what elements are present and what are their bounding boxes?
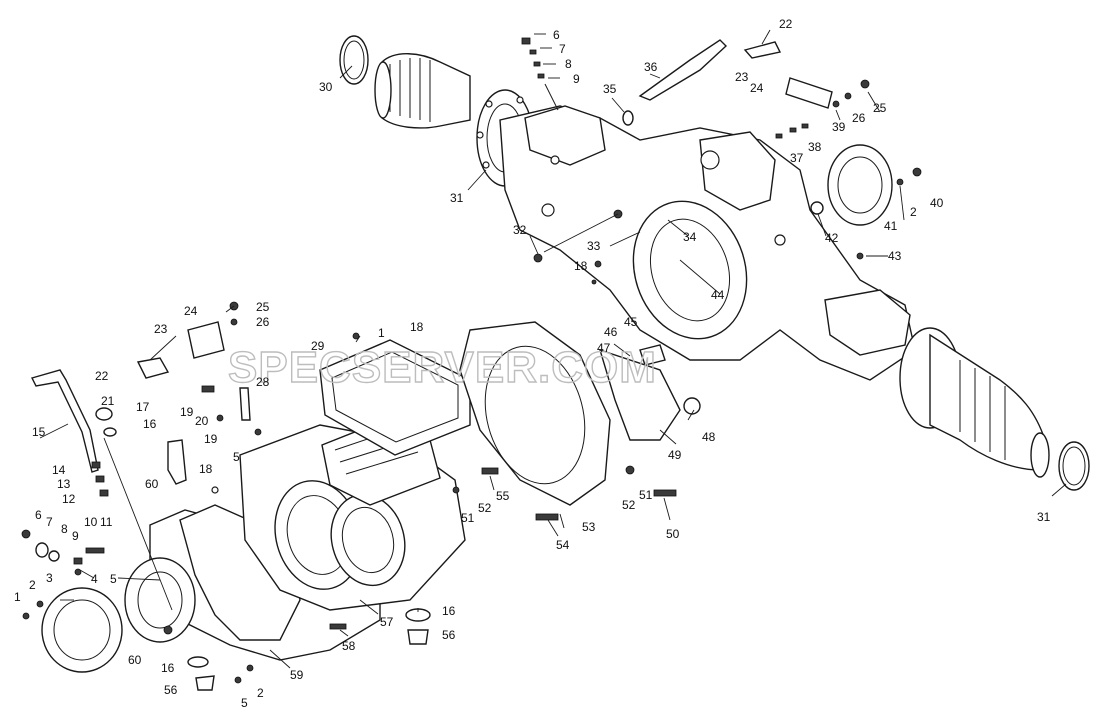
callout-25: 25 [873,101,887,115]
callout-26b: 26 [256,315,270,329]
callout-50: 50 [666,527,680,541]
callout-1b: 1 [14,590,21,604]
callout-9b: 9 [72,529,79,543]
callout-36: 36 [644,60,658,74]
callout-6b: 6 [35,508,42,522]
callout-52b: 52 [622,498,636,512]
callout-39: 39 [832,120,846,134]
callout-60: 60 [145,477,159,491]
callout-48: 48 [702,430,716,444]
callout-10: 10 [84,515,98,529]
callout-47: 47 [597,341,611,355]
callout-8b: 8 [61,522,68,536]
callout-51: 51 [461,511,475,525]
callout-1: 1 [378,326,385,340]
callout-18c: 18 [199,462,213,476]
callout-16b: 16 [442,604,456,618]
seal-ring-31 [1058,441,1090,491]
callout-13: 13 [57,477,71,491]
callout-16: 16 [143,417,157,431]
callout-5c: 5 [241,696,248,710]
callout-11: 11 [100,515,113,529]
callout-54: 54 [556,538,570,552]
callout-56: 56 [442,628,456,642]
shaft-36 [638,39,728,101]
callout-2c: 2 [257,686,264,700]
leader-lines [39,29,1067,669]
axle-housing-upper [374,53,1050,478]
callout-37: 37 [790,151,804,165]
callout-58: 58 [342,639,356,653]
callout-labels: 6 7 8 9 36 35 22 23 24 25 26 39 30 31 37… [14,17,1051,710]
callout-24: 24 [750,81,764,95]
callout-42: 42 [825,231,839,245]
callout-57: 57 [380,615,394,629]
callout-22: 22 [779,17,793,31]
callout-2b: 2 [29,578,36,592]
callout-19b: 19 [204,432,218,446]
callout-60b: 60 [128,653,142,667]
callout-49: 49 [668,448,682,462]
callout-7: 7 [559,42,566,56]
callout-24b: 24 [184,304,198,318]
callout-33: 33 [587,239,601,253]
callout-14: 14 [52,463,66,477]
small-hardware-top [521,37,922,285]
callout-25b: 25 [256,300,270,314]
watermark-text: SPECSERVER.COM [228,343,657,392]
callout-46: 46 [604,325,618,339]
callout-3: 3 [46,571,53,585]
small-hardware-lower [21,301,701,691]
callout-12: 12 [62,492,76,506]
callout-23: 23 [735,70,749,84]
callout-44: 44 [711,288,725,302]
callout-45: 45 [624,315,638,329]
callout-40: 40 [930,196,944,210]
callout-43: 43 [888,249,902,263]
callout-53: 53 [582,520,596,534]
callout-5b: 5 [110,572,117,586]
differential-housing-lower [41,504,381,673]
callout-23b: 23 [154,322,168,336]
callout-4: 4 [91,572,98,586]
callout-15: 15 [32,425,46,439]
callout-29: 29 [311,339,325,353]
callout-34: 34 [683,230,697,244]
gear-housing-middle [239,419,466,611]
callout-56b: 56 [164,683,178,697]
callout-32: 32 [513,223,527,237]
callout-41: 41 [884,219,898,233]
callout-9: 9 [573,72,580,86]
callout-7b: 7 [46,515,53,529]
callout-30: 30 [319,80,333,94]
callout-21: 21 [101,394,115,408]
ring-plate-53 [459,321,681,506]
callout-5: 5 [233,450,240,464]
callout-6: 6 [553,28,560,42]
callout-22b: 22 [95,369,109,383]
callout-38: 38 [808,140,822,154]
callout-2: 2 [910,205,917,219]
callout-31b: 31 [1037,510,1051,524]
callout-31: 31 [450,191,464,205]
callout-18: 18 [574,259,588,273]
callout-52: 52 [478,501,492,515]
callout-35: 35 [603,82,617,96]
seal-ring-30 [339,35,369,85]
callout-16c: 16 [161,661,175,675]
callout-26: 26 [852,111,866,125]
callout-18b: 18 [410,320,424,334]
callout-19: 19 [180,405,194,419]
callout-20: 20 [195,414,209,428]
callout-8: 8 [565,57,572,71]
callout-51b: 51 [639,488,653,502]
callout-59: 59 [290,668,304,682]
callout-55: 55 [496,489,510,503]
callout-17: 17 [136,400,150,414]
callout-28: 28 [256,375,270,389]
cover-plate-18 [319,339,471,456]
